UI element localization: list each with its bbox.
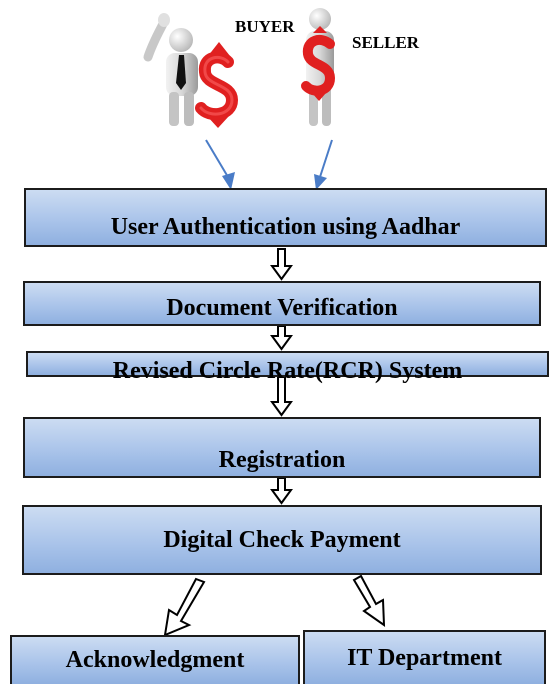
seller-arrow	[314, 139, 333, 190]
output-acknowledgment-label: Acknowledgment	[65, 647, 245, 673]
output-it-department: IT Department	[303, 630, 546, 684]
buyer-label: BUYER	[235, 17, 295, 36]
step-registration: Registration	[23, 417, 541, 478]
step-digital-check-payment-label: Digital Check Payment	[163, 526, 401, 553]
arrow-to-it-department	[352, 574, 386, 627]
step-document-verification-label: Document Verification	[166, 295, 398, 321]
buyer-arrow	[205, 139, 235, 190]
output-it-department-label: IT Department	[347, 644, 502, 671]
step-document-verification: Document Verification	[23, 281, 541, 326]
buyer-figure-icon	[143, 13, 198, 126]
arrow-to-acknowledgment	[163, 577, 206, 637]
buyer-dollar-icon	[195, 42, 239, 128]
arrow-step3-to-step4	[270, 376, 293, 417]
arrow-step2-to-step3	[270, 325, 293, 351]
step-user-authentication-label: User Authentication using Aadhar	[110, 214, 461, 240]
step-digital-check-payment: Digital Check Payment	[22, 505, 542, 575]
step-registration-label: Registration	[218, 447, 346, 473]
arrow-step1-to-step2	[270, 248, 293, 281]
step-revised-circle-rate: Revised Circle Rate(RCR) System	[26, 351, 549, 384]
arrow-step4-to-step5	[270, 477, 293, 505]
step-user-authentication: User Authentication using Aadhar	[24, 188, 547, 247]
seller-label: SELLER	[352, 33, 420, 52]
output-acknowledgment: Acknowledgment	[10, 635, 300, 684]
seller-dollar-icon	[301, 26, 336, 101]
step-revised-circle-rate-label: Revised Circle Rate(RCR) System	[112, 357, 463, 384]
